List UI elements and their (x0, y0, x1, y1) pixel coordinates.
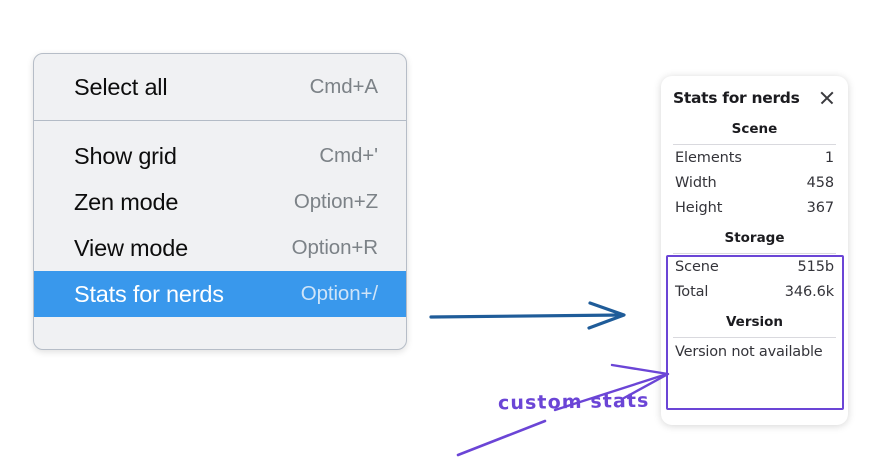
menu-item-shortcut: Cmd+A (309, 75, 379, 98)
menu-group-1: Select all Cmd+A (34, 54, 406, 120)
menu-item-shortcut: Option+Z (293, 190, 378, 213)
stat-row-width: Width 458 (673, 170, 836, 195)
handwritten-annotation: custom stats (497, 389, 650, 415)
stat-key: Height (675, 200, 723, 216)
stats-for-nerds-panel: Stats for nerds Scene Elements 1 Width 4… (661, 76, 848, 425)
stat-row-height: Height 367 (673, 195, 836, 220)
stat-key: Width (675, 175, 717, 191)
section-heading-version: Version (725, 314, 784, 330)
menu-item-label: Select all (74, 73, 168, 100)
close-icon[interactable] (818, 89, 836, 107)
menu-item-label: Zen mode (74, 188, 179, 215)
version-value: Version not available (675, 344, 823, 360)
section-rule (673, 337, 836, 338)
stat-value: 515b (797, 259, 835, 275)
menu-item-show-grid[interactable]: Show grid Cmd+' (34, 133, 406, 179)
panel-title: Stats for nerds (673, 89, 800, 107)
menu-footer-spacer (34, 317, 406, 336)
stat-row-scene-size: Scene 515b (673, 254, 836, 279)
menu-item-label: Stats for nerds (74, 280, 224, 307)
menu-item-shortcut: Cmd+' (319, 144, 378, 167)
menu-group-2: Show grid Cmd+' Zen mode Option+Z View m… (34, 121, 406, 317)
stats-panel-header: Stats for nerds (673, 76, 836, 111)
menu-divider (34, 120, 406, 121)
menu-item-shortcut: Option+R (291, 236, 378, 259)
stat-value: 458 (806, 175, 834, 191)
stat-key: Elements (675, 150, 742, 166)
stat-value: 346.6k (784, 284, 834, 300)
stats-panel-body: Stats for nerds Scene Elements 1 Width 4… (661, 76, 848, 364)
menu-item-shortcut: Option+/ (300, 282, 378, 305)
menu-item-label: View mode (74, 234, 189, 261)
stat-key: Scene (675, 259, 719, 275)
stat-key: Total (675, 284, 709, 300)
section-rule (673, 144, 836, 145)
arrow-right-icon (429, 301, 626, 330)
context-menu[interactable]: Select all Cmd+A Show grid Cmd+' Zen mod… (33, 53, 407, 350)
menu-item-zen-mode[interactable]: Zen mode Option+Z (34, 179, 406, 225)
underline-stroke (456, 419, 547, 457)
menu-item-label: Show grid (74, 142, 177, 169)
menu-item-view-mode[interactable]: View mode Option+R (34, 225, 406, 271)
stat-value: 1 (824, 150, 834, 166)
menu-item-stats-for-nerds[interactable]: Stats for nerds Option+/ (34, 271, 406, 317)
section-rule (673, 253, 836, 254)
stat-row-total-size: Total 346.6k (673, 279, 836, 304)
section-heading-storage: Storage (724, 230, 785, 246)
stat-value: 367 (806, 200, 834, 216)
stat-row-elements: Elements 1 (673, 145, 836, 170)
menu-item-select-all[interactable]: Select all Cmd+A (34, 64, 406, 110)
section-heading-scene: Scene (731, 121, 778, 137)
